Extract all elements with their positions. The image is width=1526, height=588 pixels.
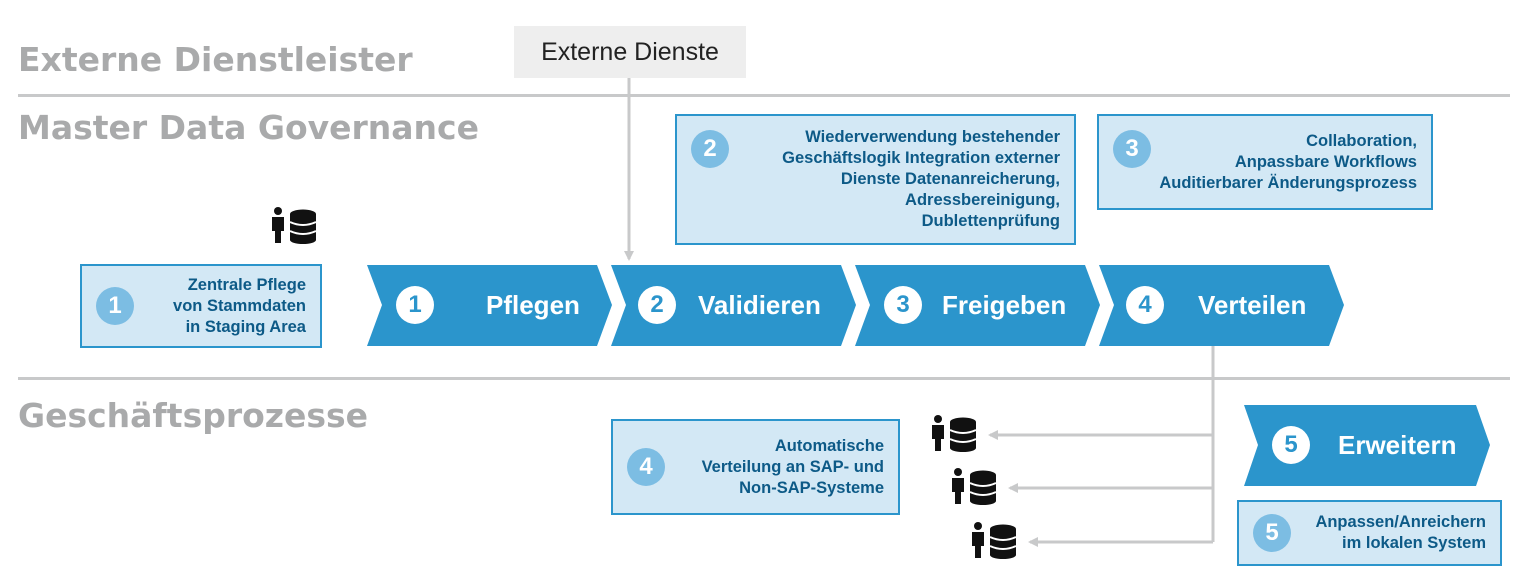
lane-title-business: Geschäftsprozesse [18, 396, 369, 435]
lane-divider-top [18, 94, 1510, 97]
note-badge-4: 4 [627, 448, 665, 486]
lane-title-mdg: Master Data Governance [18, 108, 479, 147]
note-5-line: im lokalen System [1342, 534, 1486, 552]
person-with-database-icon [932, 415, 977, 452]
step-chevron-2 [611, 265, 856, 346]
lane-divider-bottom [18, 377, 1510, 380]
person-with-database-icon [952, 468, 997, 505]
step-label-5: Erweitern [1338, 429, 1457, 460]
step-label-2: Validieren [698, 289, 821, 320]
step-chevron-4 [1099, 265, 1344, 346]
step-badge-4: 4 [1126, 286, 1164, 324]
note-badge-1: 1 [96, 287, 134, 325]
person-with-database-icon [272, 207, 317, 244]
note-badge-2: 2 [691, 130, 729, 168]
note-2-line: Adressbereinigung, [905, 191, 1060, 209]
note-text-4: Automatische Verteilung an SAP- und Non-… [665, 436, 884, 499]
note-5: 5 Anpassen/Anreichern im lokalen System [1237, 500, 1502, 566]
note-text-2: Wiederverwendung bestehender Geschäftslo… [729, 127, 1060, 232]
note-4-line: Automatische [774, 436, 884, 455]
note-1-line: von Stammdaten [173, 296, 306, 315]
note-2-line: Wiederverwendung bestehender [805, 128, 1060, 146]
note-3-line: Anpassbare Workflows [1234, 152, 1417, 171]
person-with-database-icon [972, 522, 1017, 559]
lane-title-external: Externe Dienstleister [18, 40, 413, 79]
note-4: 4 Automatische Verteilung an SAP- und No… [611, 419, 900, 515]
note-text-5: Anpassen/Anreichern im lokalen System [1291, 512, 1486, 554]
note-1-line: Zentrale Pflege [187, 275, 306, 294]
note-3: 3 Collaboration, Anpassbare Workflows Au… [1097, 114, 1433, 210]
step-badge-5: 5 [1272, 426, 1310, 464]
note-text-3: Collaboration, Anpassbare Workflows Audi… [1151, 131, 1417, 194]
note-2-line: Dublettenprüfung [921, 212, 1060, 230]
step-chevron-3 [855, 265, 1100, 346]
note-1: 1 Zentrale Pflege von Stammdaten in Stag… [80, 264, 322, 348]
note-2-line: Dienste Datenanreicherung, [840, 170, 1060, 188]
step-label-1: Pflegen [486, 289, 580, 320]
note-2-line: Geschäftslogik Integration externer [782, 149, 1060, 167]
step-badge-1: 1 [396, 286, 434, 324]
step-label-3: Freigeben [942, 289, 1067, 320]
note-badge-3: 3 [1113, 130, 1151, 168]
note-5-line: Anpassen/Anreichern [1315, 513, 1486, 531]
note-1-line: in Staging Area [185, 317, 306, 336]
step-badge-2: 2 [638, 286, 676, 324]
external-services-box: Externe Dienste [514, 26, 746, 78]
note-4-line: Verteilung an SAP- und [701, 457, 884, 476]
step-chevron-5 [1244, 405, 1490, 486]
step-label-4: Verteilen [1198, 289, 1307, 320]
note-2: 2 Wiederverwendung bestehender Geschäfts… [675, 114, 1076, 245]
step-badge-3: 3 [884, 286, 922, 324]
note-badge-5: 5 [1253, 514, 1291, 552]
note-3-line: Auditierbarer Änderungsprozess [1159, 173, 1417, 192]
note-4-line: Non-SAP-Systeme [739, 478, 884, 497]
step-chevron-1 [367, 265, 612, 346]
note-text-1: Zentrale Pflege von Stammdaten in Stagin… [134, 275, 306, 338]
note-3-line: Collaboration, [1306, 131, 1417, 150]
